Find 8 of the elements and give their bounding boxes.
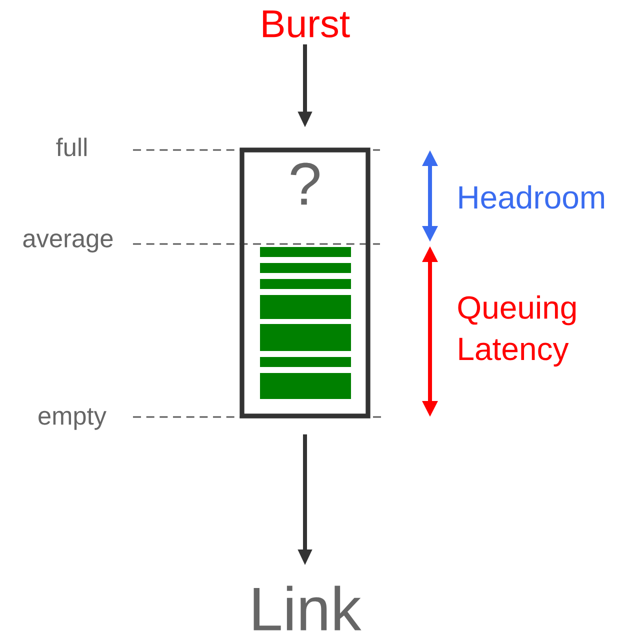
queue-box: ? [240,148,370,418]
text-label: Headroom [459,185,604,209]
level-label: full [56,138,86,156]
text-label: Queuing Latency [458,295,576,367]
level-label: average [23,234,113,252]
text-label: Link [254,586,362,630]
text-label: Burst [263,10,350,38]
level-label: empty [38,408,106,430]
